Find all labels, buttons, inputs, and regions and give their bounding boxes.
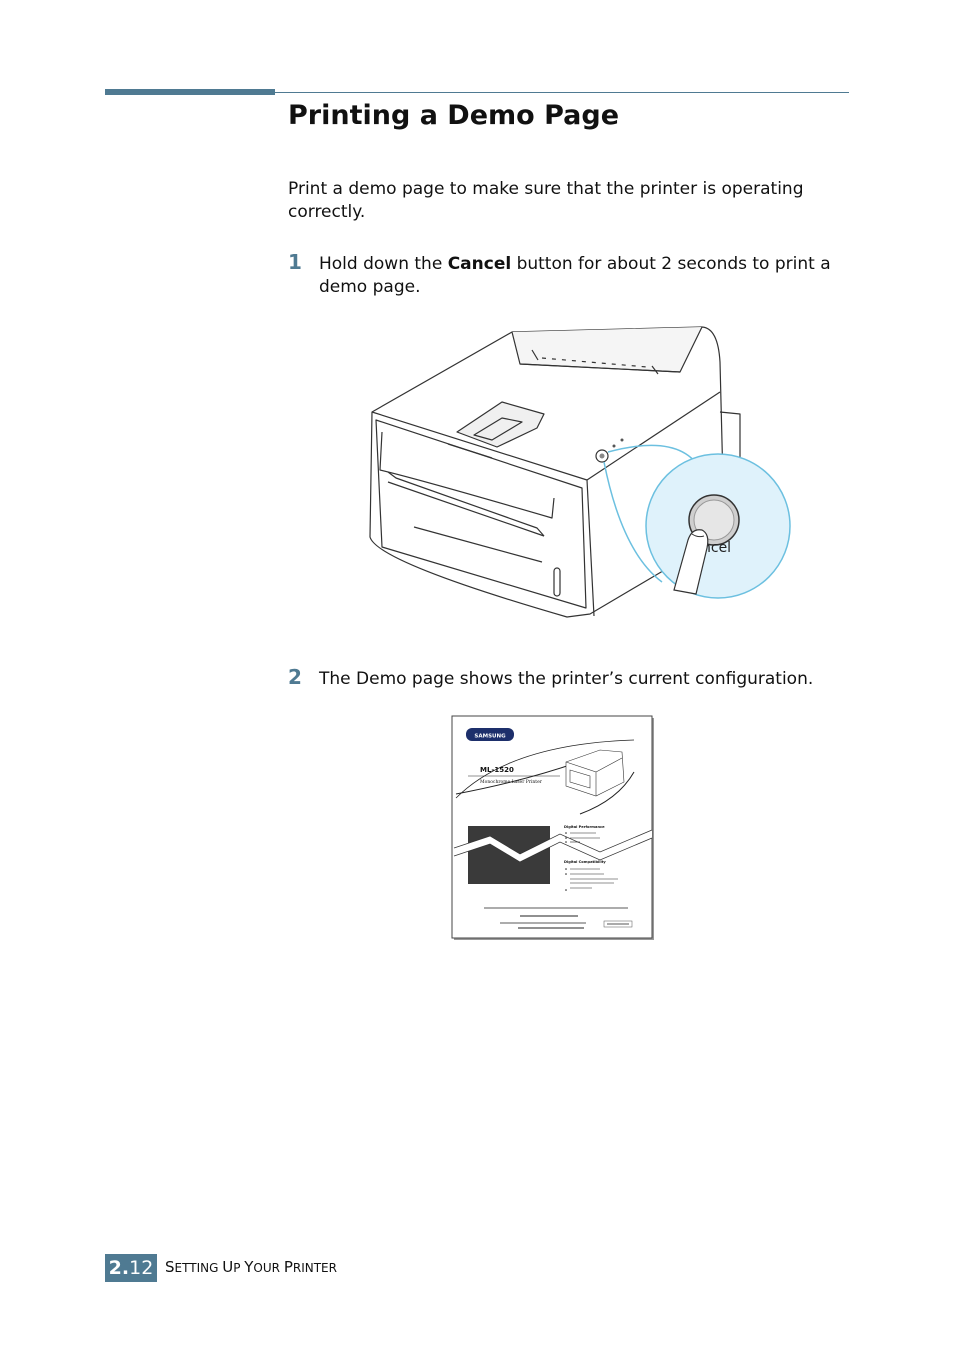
- step-1-number: 1: [288, 250, 302, 274]
- demo-page-illustration: SAMSUNG ML-1520 Monochrome Laser Printer…: [451, 715, 654, 940]
- footer-title-part: S: [165, 1258, 175, 1276]
- footer-title-part: ETTING: [174, 1261, 223, 1275]
- step-2-text: The Demo page shows the printer’s curren…: [319, 669, 814, 689]
- demo-heading-performance: Digital Performance: [564, 825, 605, 829]
- footer-title-part: U: [222, 1258, 234, 1276]
- footer-title-part: RINTER: [292, 1261, 337, 1275]
- footer-title-part: Y: [244, 1258, 254, 1276]
- intro-paragraph: Print a demo page to make sure that the …: [288, 179, 804, 222]
- chapter-number: 2.: [108, 1257, 130, 1279]
- demo-model: ML-1520: [480, 766, 514, 774]
- step-1-cancel-bold: Cancel: [447, 254, 512, 274]
- footer-title-part: P: [233, 1261, 245, 1275]
- step-1-text-a: Hold down the: [319, 254, 448, 274]
- footer-title-part: OUR: [253, 1261, 284, 1275]
- callout-cancel-label: ncel: [702, 540, 731, 556]
- demo-heading-compatibility: Digital Compatibility: [564, 860, 606, 864]
- footer-chapter-title: SETTING UP YOUR PRINTER: [165, 1258, 337, 1276]
- step-1-text-b: button for about 2 seconds to print a de…: [319, 254, 831, 297]
- demo-subtitle: Monochrome Laser Printer: [480, 779, 543, 785]
- step-2-number: 2: [288, 665, 302, 689]
- header-rule-thin: [275, 92, 849, 93]
- header-rule-thick: [105, 89, 275, 95]
- footer-title-part: P: [283, 1258, 293, 1276]
- samsung-logo-text: SAMSUNG: [474, 734, 506, 740]
- step-1-text: Hold down the Cancel button for about 2 …: [319, 253, 849, 299]
- page-number: 12: [129, 1257, 154, 1279]
- page-title: Printing a Demo Page: [288, 100, 620, 131]
- printer-illustration: ncel: [369, 326, 791, 618]
- page-number-badge: 2.12: [105, 1254, 157, 1282]
